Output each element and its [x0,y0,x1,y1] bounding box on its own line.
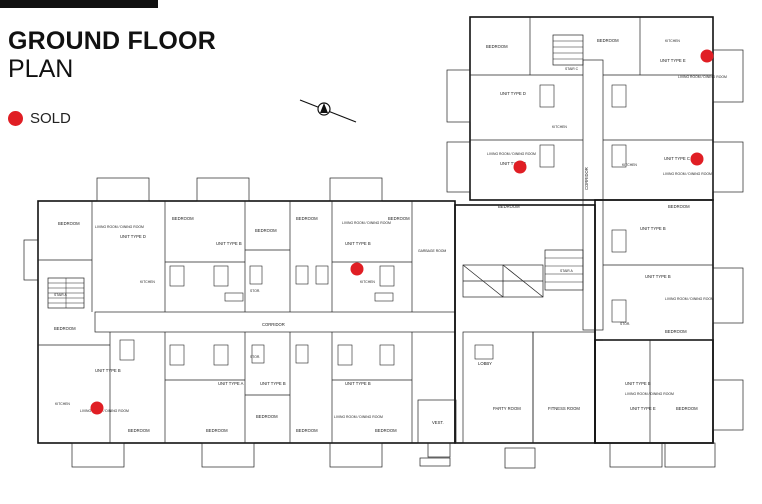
vestibule-label: VEST. [432,420,444,425]
storage-label-1: STOR. [250,289,260,293]
sold-dot-icon [90,401,104,415]
label-bedroom-4: BEDROOM [296,216,318,221]
label-bedroom-15: BEDROOM [668,204,690,209]
label-bedroom-11: BEDROOM [375,428,397,433]
label-bedroom-1: BEDROOM [58,221,80,226]
storage-label-3: STOR. [620,322,630,326]
unit-label-7: UNIT TYPE B [640,226,666,231]
kitchen-label-3: KITCHEN [55,402,70,406]
page-subtitle: PLAN [8,55,74,83]
lobby-label: LOBBY [478,361,492,366]
unit-label-10: UNIT TYPE B [95,368,121,373]
living-label-9: LIVING ROOM / DINING ROOM [625,392,674,396]
living-label-2: LIVING ROOM / DINING ROOM [342,221,391,225]
label-bedroom-5: BEDROOM [388,216,410,221]
unit-label-13: UNIT TYPE B [625,381,651,386]
party-room-label: PARTY ROOM [493,406,521,411]
unit-labels: UNIT TYPE D UNIT TYPE B UNIT TYPE B UNIT… [95,58,690,411]
corridor-label-vertical: CORRIDOR [584,167,589,190]
sold-dot-icon [513,160,527,174]
page-title: GROUND FLOOR [8,27,216,55]
label-bedroom-12: BEDROOM [486,44,508,49]
right-wing [446,16,744,468]
living-label-8: LIVING ROOM / DINING ROOM [665,297,714,301]
label-bedroom-9: BEDROOM [256,414,278,419]
label-bedroom-14: BEDROOM [498,204,520,209]
label-bedroom-17: BEDROOM [676,406,698,411]
left-wing [23,177,456,468]
stair-label-1: STAIR A [54,293,67,297]
sold-dot-icon [350,262,364,276]
legend-sold-label: SOLD [30,109,71,127]
garbage-room-label: GARBAGE ROOM [418,249,446,253]
stair-label-3: STAIR C [565,67,579,71]
unit-label-9: UNIT TYPE B [645,274,671,279]
label-bedroom-7: BEDROOM [128,428,150,433]
kitchen-label-4: KITCHEN [665,39,680,43]
unit-label-6: UNIT TYPE G [500,161,526,166]
storage-label-2: STOR. [250,355,260,359]
kitchen-label-6: KITCHEN [622,163,637,167]
label-bedroom-10: BEDROOM [296,428,318,433]
sold-dot-icon [700,49,714,63]
stair-label-2: STAIR A [560,269,573,273]
unit-label-15: UNIT TYPE B [260,381,286,386]
living-label-1: LIVING ROOM / DINING ROOM [95,225,144,229]
kitchen-label-2: KITCHEN [360,280,375,284]
fixtures [119,84,627,366]
unit-label-4: UNIT TYPE E [660,58,686,63]
label-bedroom-8: BEDROOM [206,428,228,433]
fitness-room-label: FITNESS ROOM [548,406,580,411]
header-bar [0,0,158,8]
living-label-6: LIVING ROOM / DINING ROOM [663,172,712,176]
label-bedroom-16: BEDROOM [665,329,687,334]
living-label-4: LIVING ROOM / DINING ROOM [334,415,383,419]
unit-label-2: UNIT TYPE B [216,241,242,246]
corridor-label: CORRIDOR [262,322,285,327]
label-bedroom-13: BEDROOM [597,38,619,43]
label-bedroom-2: BEDROOM [172,216,194,221]
label-bedroom-3: BEDROOM [255,228,277,233]
label-bedroom-6: BEDROOM [54,326,76,331]
north-arrow-icon [299,99,357,123]
kitchen-label-1: KITCHEN [140,280,155,284]
unit-label-11: UNIT TYPE A [218,381,244,386]
legend: SOLD [8,108,71,128]
unit-label-14: UNIT TYPE E [630,406,656,411]
unit-label-1: UNIT TYPE D [120,234,146,239]
living-labels: LIVING ROOM / DINING ROOM LIVING ROOM / … [80,75,727,419]
sold-markers [90,49,714,415]
unit-label-5: UNIT TYPE D [500,91,526,96]
center-block [417,204,596,469]
sold-dot-icon [8,110,23,126]
living-label-3: LIVING ROOM / DINING ROOM [80,409,129,413]
unit-label-8: UNIT TYPE C [664,156,690,161]
unit-label-3: UNIT TYPE B [345,241,371,246]
unit-label-12: UNIT TYPE B [345,381,371,386]
sold-dot-icon [690,152,704,166]
living-label-5: LIVING ROOM / DINING ROOM [487,152,536,156]
room-labels: BEDROOM BEDROOM BEDROOM BEDROOM BEDROOM … [54,38,698,433]
kitchen-label-5: KITCHEN [552,125,567,129]
living-label-7: LIVING ROOM / DINING ROOM [678,75,727,79]
